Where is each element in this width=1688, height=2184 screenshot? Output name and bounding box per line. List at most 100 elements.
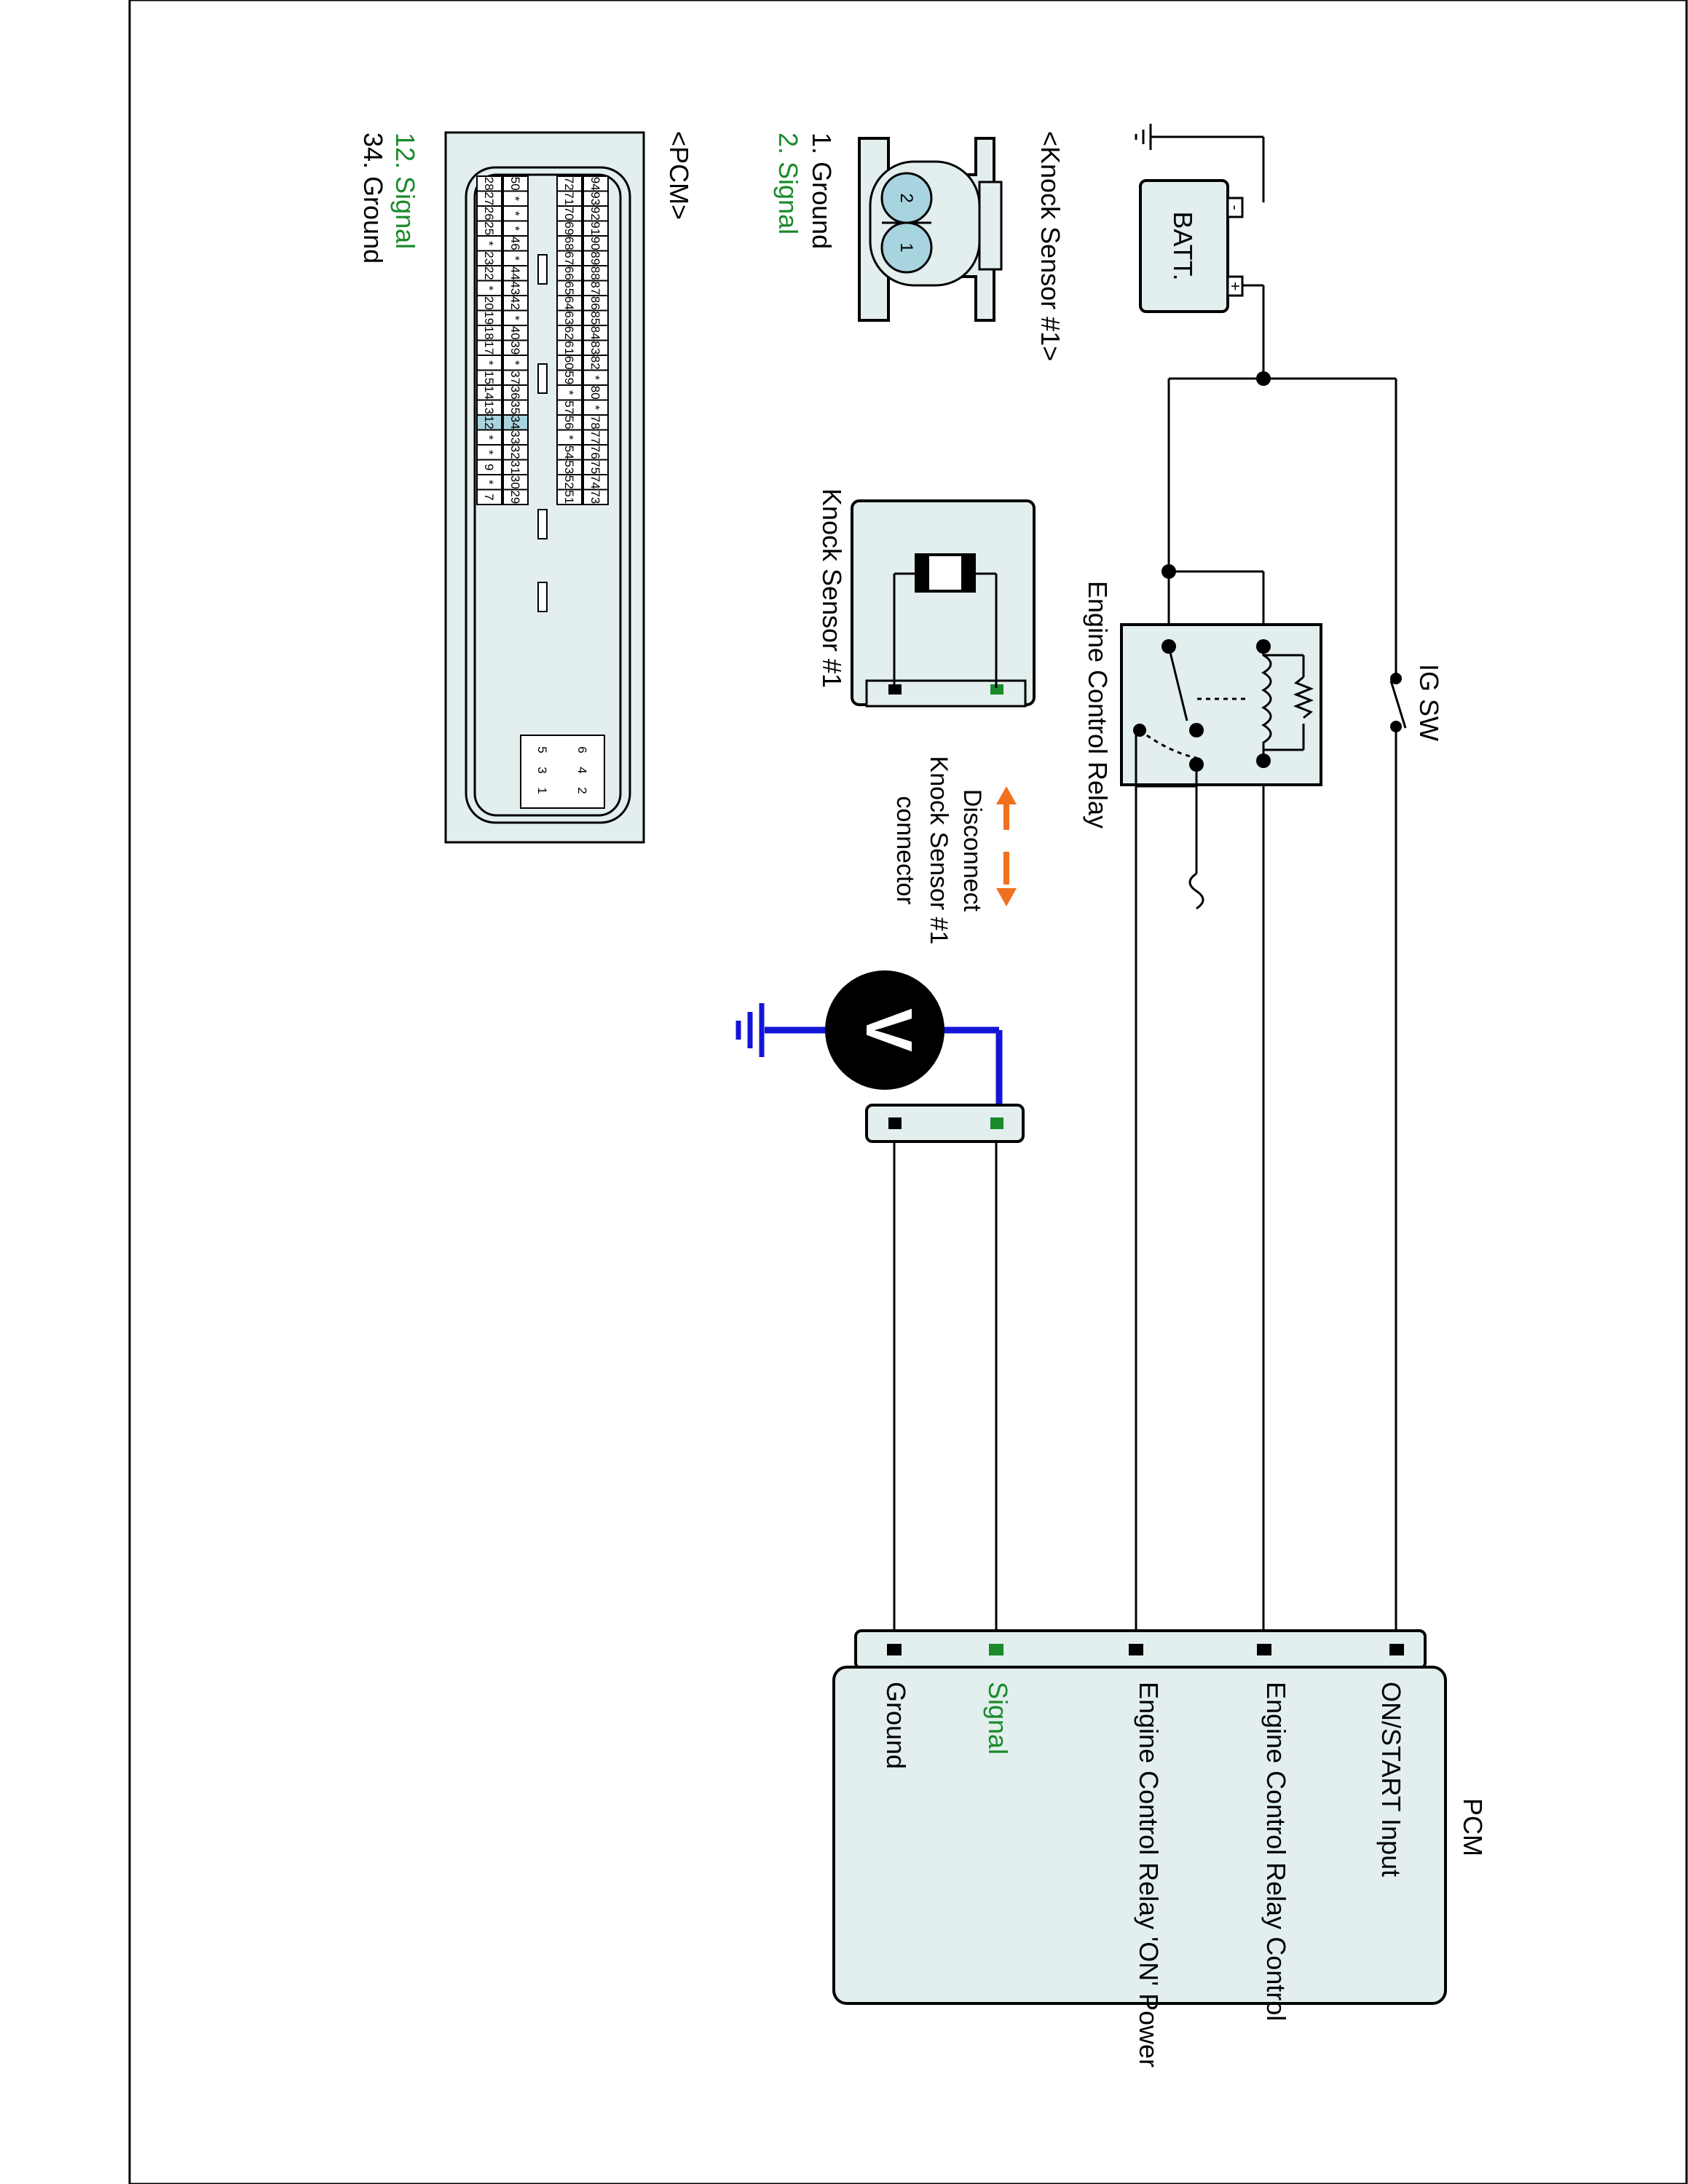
pcm-pin-number: 78 <box>588 416 602 430</box>
pcm-pin-number: 29 <box>508 490 522 504</box>
pcm-pin-grid: 94939291908988878685848382*80*7877767574… <box>476 175 609 612</box>
pcm-pin-number: * <box>482 241 496 246</box>
pcm-pin-number: * <box>562 435 576 440</box>
knock-connector-face: 2 1 <box>858 137 1003 322</box>
pcm-pin-number: 90 <box>588 237 602 250</box>
pcm-terminal-ground: Ground <box>881 1682 911 1769</box>
pcm-pin-number: * <box>562 390 576 395</box>
pcm-pin-number: 84 <box>588 326 602 340</box>
pcm-pin-number: 65 <box>562 281 576 295</box>
pcm-pin-number: 33 <box>508 430 522 444</box>
pcm-pin-number: 63 <box>562 311 576 325</box>
pcm-body <box>832 1666 1447 2005</box>
knock-cavity-2: 2 <box>896 193 916 202</box>
pcm-pin-number: 77 <box>588 430 602 444</box>
pcm-pin-number: 64 <box>562 296 576 310</box>
harness-connector <box>865 1104 1025 1143</box>
pcm-small-pin-number: 5 <box>535 746 549 753</box>
pcm-pin-number: 23 <box>482 251 496 265</box>
pcm-pin-number: 13 <box>482 400 496 414</box>
battery-minus-label: - <box>1226 205 1245 210</box>
pcm-latch <box>537 363 548 394</box>
pcm-pin-number: 31 <box>508 460 522 474</box>
pcm-pin-number: 14 <box>482 386 496 400</box>
disconnect-note-line2: Knock Sensor #1 <box>925 756 953 945</box>
pcm-pin-number: 62 <box>562 326 576 340</box>
relay-label: Engine Control Relay <box>1083 581 1113 828</box>
pcm-pin-number: * <box>508 226 522 231</box>
pcm-pin-number: 50 <box>508 177 522 191</box>
pcm-pin-number: 20 <box>482 296 496 310</box>
pcm-pin-number: 19 <box>482 311 496 325</box>
pcm-pin-number: * <box>508 196 522 201</box>
pcm-pin-number: 37 <box>508 371 522 384</box>
pcm-pin-number: 67 <box>562 251 576 265</box>
pcm-pin-number: 92 <box>588 207 602 221</box>
pcm-pin-number: 15 <box>482 371 496 384</box>
pcm-pin-number: 9 <box>482 464 496 470</box>
pcm-pin-number: 85 <box>588 311 602 325</box>
ig-sw-label: IG SW <box>1414 664 1444 741</box>
pcm-small-pin-number: 3 <box>535 767 549 773</box>
pcm-pin-number: 46 <box>508 237 522 250</box>
ig-switch: IG SW <box>1389 664 1444 741</box>
pcm-module: PCM ON/START Input Engine Control Relay … <box>832 1629 1488 2068</box>
pcm-pin-number: * <box>508 360 522 365</box>
voltmeter-symbol: V <box>852 1008 925 1052</box>
disconnect-arrow <box>996 786 1017 906</box>
knock-connector-pin-1: 1. Ground <box>807 132 837 249</box>
battery: - + BATT. <box>1135 124 1245 313</box>
battery-plus-label: + <box>1226 282 1245 291</box>
pcm-pin-number: 56 <box>562 416 576 430</box>
pcm-small-pin-number: 1 <box>535 787 549 794</box>
pcm-pin-number: 69 <box>562 221 576 235</box>
pcm-pin-number: 36 <box>508 386 522 400</box>
pcm-connector-face: 94939291908988878685848382*80*7877767574… <box>444 131 645 844</box>
pcm-pin-number: * <box>588 375 602 380</box>
pcm-small-frame <box>520 735 605 809</box>
pcm-pin-number: 73 <box>588 490 602 504</box>
pcm-pin-number: 22 <box>482 266 496 280</box>
pcm-pin-number: 34 <box>508 416 522 430</box>
knock-sensor-body <box>851 499 1036 706</box>
pcm-pin-number: 27 <box>482 191 496 205</box>
pcm-pin-number: 83 <box>588 341 602 355</box>
battery-body <box>1139 179 1229 313</box>
pcm-pin-number: 30 <box>508 475 522 489</box>
pcm-latch <box>537 254 548 285</box>
pcm-pin-number: 93 <box>588 191 602 205</box>
pcm-terminal-on-start: ON/START Input <box>1376 1682 1406 1877</box>
pcm-pin-number: 53 <box>562 460 576 474</box>
pcm-pin-number: 80 <box>588 386 602 400</box>
pcm-small-pin-number: 4 <box>575 767 589 773</box>
pcm-pin-number: 17 <box>482 341 496 355</box>
pcm-pin-number: 28 <box>482 177 496 191</box>
pcm-small-pin-number: 2 <box>575 787 589 794</box>
pcm-pin-number: 88 <box>588 266 602 280</box>
knock-connector-pin-2: 2. Signal <box>773 132 803 234</box>
pcm-pin-number: 52 <box>562 475 576 489</box>
pcm-terminal-relay-power: Engine Control Relay 'ON' Power <box>1134 1682 1164 2068</box>
pcm-pin-number: * <box>482 450 496 455</box>
pcm-title: PCM <box>1458 1798 1488 1856</box>
pcm-pin-number: 86 <box>588 296 602 310</box>
pcm-pin-number: 74 <box>588 475 602 489</box>
relay-body <box>1120 623 1322 786</box>
knock-sensor-component: Knock Sensor #1 <box>817 488 1036 708</box>
knock-cavity-1: 1 <box>896 242 916 252</box>
pcm-pin-number: 75 <box>588 460 602 474</box>
pcm-latch <box>537 582 548 612</box>
pcm-terminal-relay-control: Engine Control Relay Control <box>1261 1682 1291 2021</box>
pcm-pin-number: 72 <box>562 177 576 191</box>
pcm-pin-number: 40 <box>508 326 522 340</box>
pcm-pin-number: * <box>482 360 496 365</box>
pcm-pin-number: 42 <box>508 296 522 310</box>
pcm-pin-cell <box>556 488 583 505</box>
pcm-pin-number: 51 <box>562 490 576 504</box>
voltmeter: V <box>735 970 1003 1121</box>
pcm-pin-number: 39 <box>508 341 522 355</box>
pcm-pin-number: 7 <box>482 494 496 500</box>
pcm-pin-number: 57 <box>562 400 576 414</box>
pcm-pin-number: * <box>508 211 522 216</box>
